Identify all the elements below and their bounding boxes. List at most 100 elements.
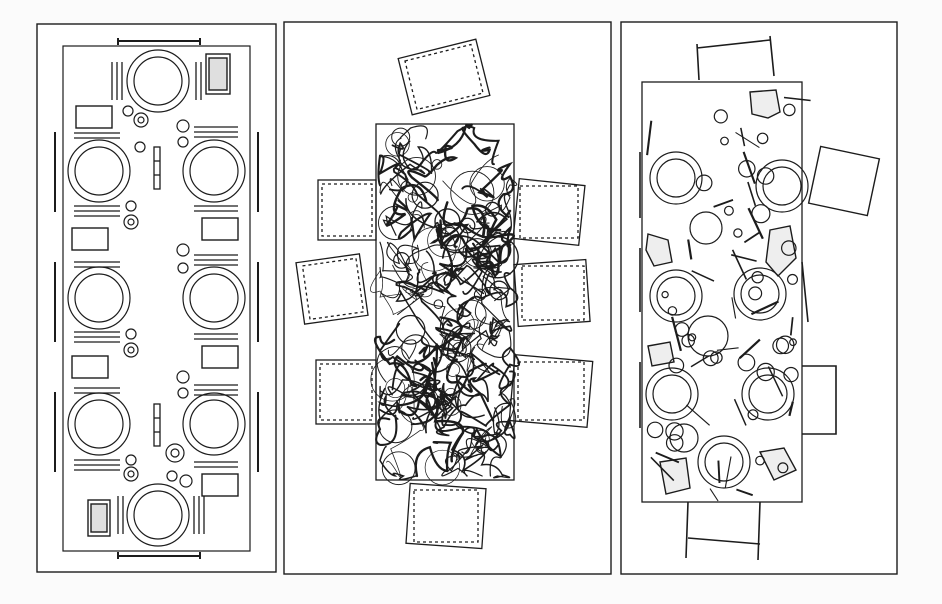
trace-line bbox=[378, 379, 427, 420]
trace-line bbox=[444, 450, 478, 472]
crumpled-napkins bbox=[645, 89, 797, 495]
trace-line bbox=[426, 337, 470, 392]
trace-line bbox=[458, 325, 498, 357]
trace-line bbox=[435, 219, 493, 252]
utensil bbox=[789, 317, 794, 336]
trace-line bbox=[405, 197, 491, 254]
utensil bbox=[783, 96, 811, 102]
utensil bbox=[747, 181, 757, 206]
panel-after-meal bbox=[620, 21, 898, 575]
panel-frame bbox=[36, 23, 277, 573]
glass bbox=[661, 290, 669, 299]
trace-plate-ghost bbox=[470, 430, 490, 449]
trace-plate-ghost bbox=[431, 159, 443, 170]
centre-dishes bbox=[153, 146, 161, 447]
trace-line bbox=[402, 285, 434, 302]
trace-line bbox=[434, 420, 502, 459]
trace-plate-ghost bbox=[381, 451, 416, 486]
trace-plate-ghost bbox=[473, 288, 487, 301]
glass bbox=[646, 421, 664, 439]
glass bbox=[783, 366, 799, 383]
trace-plate-ghost bbox=[407, 192, 418, 203]
cutlery bbox=[74, 62, 238, 534]
trace-plate-ghost bbox=[370, 357, 415, 402]
table-top bbox=[62, 45, 251, 552]
glass bbox=[748, 286, 763, 301]
glass bbox=[780, 240, 797, 256]
trace-plate-ghost bbox=[462, 238, 492, 268]
glass bbox=[772, 337, 790, 355]
trace-plate-ghost bbox=[439, 226, 460, 247]
trace-line bbox=[446, 336, 473, 393]
utensil bbox=[738, 338, 761, 360]
trace-plate-ghost bbox=[445, 362, 460, 377]
utensil bbox=[724, 456, 732, 489]
glass bbox=[681, 333, 695, 348]
trace-plate-ghost bbox=[476, 236, 519, 279]
trace-plate-ghost bbox=[450, 170, 495, 215]
glass bbox=[695, 174, 713, 192]
trace-line bbox=[481, 177, 518, 215]
utensil bbox=[690, 355, 710, 368]
trace-line bbox=[489, 407, 507, 477]
utensil bbox=[742, 151, 756, 184]
trace-plate-ghost bbox=[440, 394, 462, 416]
trace-line bbox=[455, 351, 501, 397]
glass bbox=[737, 353, 756, 372]
trace-line bbox=[471, 416, 516, 452]
trace-line bbox=[386, 383, 424, 478]
utensil bbox=[691, 270, 715, 282]
trace-plate-ghost bbox=[475, 439, 490, 454]
utensil bbox=[788, 401, 794, 417]
utensil bbox=[750, 300, 779, 316]
trace-plate-ghost bbox=[411, 227, 457, 272]
trace-line bbox=[442, 154, 499, 205]
trace-plate-ghost bbox=[433, 299, 444, 310]
trace-line bbox=[489, 316, 513, 340]
glass bbox=[751, 271, 764, 284]
panel-movement-traces bbox=[283, 21, 612, 575]
utensil bbox=[646, 120, 653, 156]
glass bbox=[720, 136, 729, 146]
trace-line bbox=[470, 426, 493, 455]
glass bbox=[710, 351, 723, 364]
utensil bbox=[733, 398, 747, 426]
trace-line bbox=[469, 193, 512, 239]
trace-line bbox=[438, 343, 485, 372]
glass bbox=[755, 455, 765, 466]
glass bbox=[756, 167, 775, 185]
trace-plate-ghost bbox=[478, 252, 489, 264]
trace-line bbox=[416, 123, 500, 169]
trace-plate-ghost bbox=[411, 181, 439, 209]
trace-plate-ghost bbox=[444, 388, 458, 401]
trace-line bbox=[463, 277, 503, 339]
trace-plate-ghost bbox=[424, 449, 461, 486]
trace-line bbox=[370, 270, 415, 316]
trace-plate-ghost bbox=[401, 334, 431, 364]
trace-line bbox=[395, 272, 448, 351]
glass bbox=[668, 357, 685, 374]
glass bbox=[723, 205, 734, 216]
dinner-plates bbox=[67, 49, 246, 547]
glass bbox=[667, 306, 678, 316]
trace-plate-ghost bbox=[484, 201, 500, 217]
utensil bbox=[767, 366, 784, 397]
trace-plate-ghost bbox=[378, 205, 413, 241]
trace-line bbox=[442, 201, 512, 239]
trace-plate-ghost bbox=[427, 223, 461, 258]
utensil bbox=[716, 347, 739, 351]
trace-plate-ghost bbox=[385, 378, 406, 399]
utensil bbox=[709, 488, 719, 502]
trace-line bbox=[490, 346, 521, 390]
panel-frame bbox=[283, 21, 612, 575]
glass bbox=[786, 273, 798, 285]
trace-plate-ghost bbox=[452, 341, 467, 357]
utensil bbox=[671, 316, 682, 352]
utensil bbox=[735, 131, 760, 149]
trace-plate-ghost bbox=[385, 132, 410, 157]
trace-plate-ghost bbox=[395, 314, 426, 345]
utensil bbox=[713, 199, 734, 208]
trace-plate-ghost bbox=[456, 299, 487, 330]
used-plates bbox=[645, 151, 809, 489]
